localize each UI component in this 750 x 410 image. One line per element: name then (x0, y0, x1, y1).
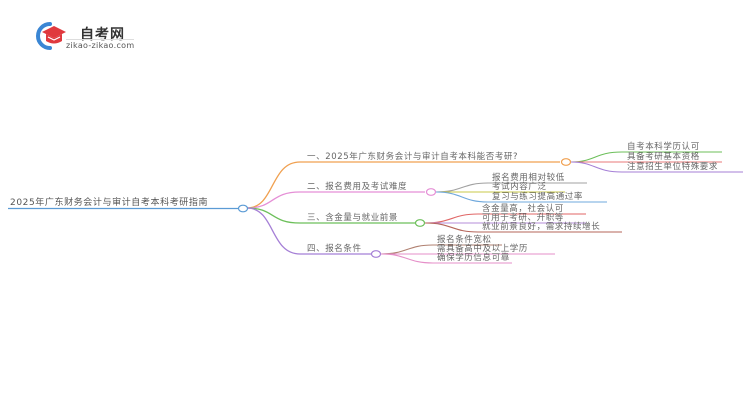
branch-1-topic[interactable]: 一、2025年广东财务会计与审计自考本科能否考研? (307, 152, 519, 162)
branch-3-topic[interactable]: 三、含金量与就业前景 (307, 213, 399, 223)
leaf-3-2[interactable]: 可用于考研、升职等 (482, 213, 564, 223)
branch-2-toggle-node[interactable] (425, 188, 437, 196)
branch-1-toggle-node[interactable] (560, 158, 572, 166)
branch-3-toggle-node[interactable] (414, 219, 426, 227)
branch-2-topic[interactable]: 二、报名费用及考试难度 (307, 182, 408, 192)
leaf-3-3[interactable]: 就业前景良好，需求持续增长 (482, 222, 601, 232)
root-topic[interactable]: 2025年广东财务会计与审计自考本科考研指南 (10, 198, 209, 208)
leaf-4-2[interactable]: 需具备高中及以上学历 (437, 244, 529, 254)
graduation-cap-logo-icon (36, 22, 66, 50)
leaf-1-3[interactable]: 注意招生单位特殊要求 (627, 162, 719, 172)
leaf-4-3-connector (380, 253, 512, 264)
branch-4-connector (246, 207, 371, 255)
leaf-1-1[interactable]: 自考本科学历认可 (627, 142, 700, 152)
branch-4-topic[interactable]: 四、报名条件 (307, 244, 362, 254)
leaf-2-1[interactable]: 报名费用相对较低 (492, 173, 565, 183)
site-logo[interactable] (30, 20, 170, 52)
leaf-3-3-connector (424, 222, 622, 233)
leaf-3-1[interactable]: 含金量高，社会认可 (482, 204, 564, 214)
root-toggle-node[interactable] (237, 204, 249, 213)
branch-1-connector (246, 161, 560, 209)
branch-4-toggle-node[interactable] (370, 250, 382, 258)
leaf-2-2[interactable]: 考试内容广泛 (492, 182, 547, 192)
leaf-1-2[interactable]: 具备考研基本资格 (627, 152, 700, 162)
leaf-2-3[interactable]: 复习与练习提高通过率 (492, 192, 584, 202)
branch-3-connector (246, 207, 415, 224)
leaf-4-3[interactable]: 确保学历信息可靠 (437, 253, 510, 263)
leaf-1-3-connector (570, 161, 743, 173)
logo-subtitle: zikao-zikao.com (66, 39, 135, 50)
leaf-2-3-connector (435, 191, 607, 203)
branch-2-connector (246, 191, 425, 209)
leaf-4-1[interactable]: 报名条件宽松 (437, 235, 492, 245)
